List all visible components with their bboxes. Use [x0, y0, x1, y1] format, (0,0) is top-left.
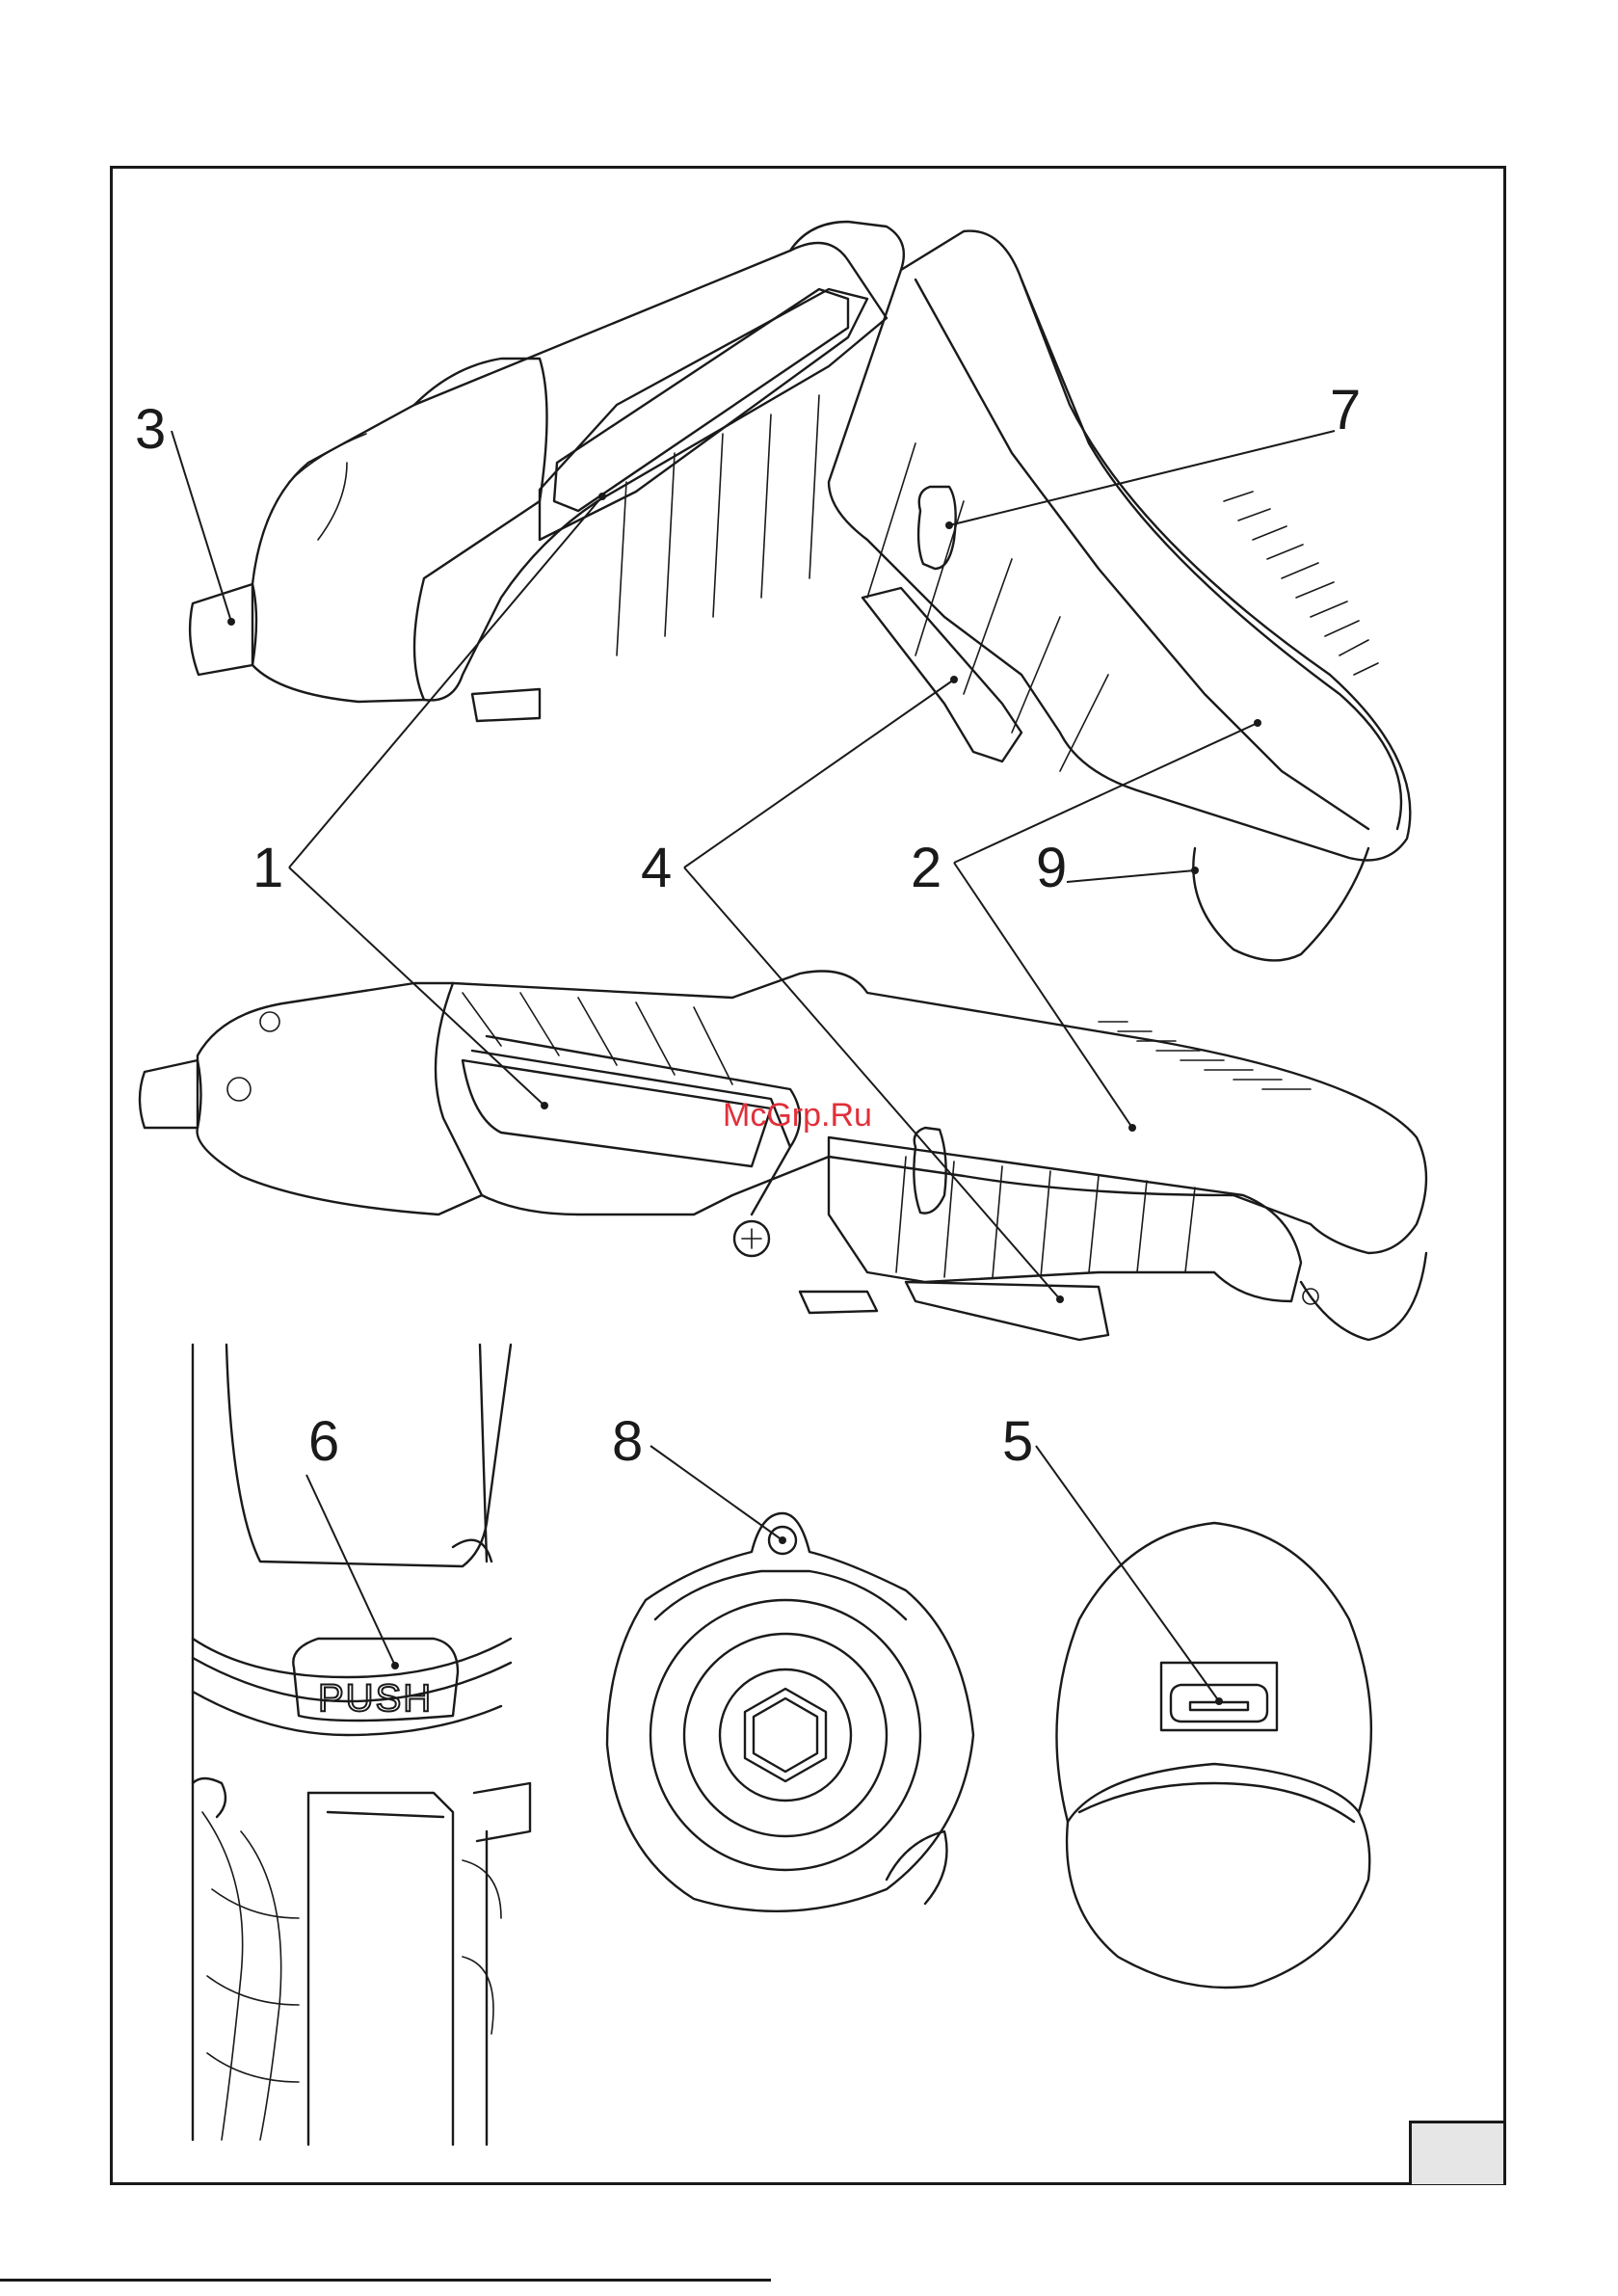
- callout-5: 5: [1002, 1410, 1033, 1473]
- leader-lines: [172, 431, 1335, 1705]
- callout-9: 9: [1036, 837, 1067, 899]
- front-view-drawing: [607, 1513, 973, 1911]
- watermark: McGrp.Ru: [723, 1097, 872, 1134]
- callout-3: 3: [135, 398, 166, 461]
- callout-8: 8: [612, 1410, 643, 1473]
- callout-4: 4: [641, 837, 672, 899]
- screwdriver-straight-drawing: [140, 972, 1426, 1341]
- callout-2: 2: [911, 837, 942, 899]
- rear-view-drawing: [1056, 1523, 1370, 1988]
- push-button-label: PUSH: [318, 1677, 433, 1720]
- callout-1: 1: [252, 837, 283, 899]
- screwdriver-pistol-drawing: [190, 222, 1410, 960]
- callout-7: 7: [1330, 379, 1361, 441]
- push-button-detail: PUSH: [193, 1345, 530, 2145]
- callout-6: 6: [308, 1410, 339, 1473]
